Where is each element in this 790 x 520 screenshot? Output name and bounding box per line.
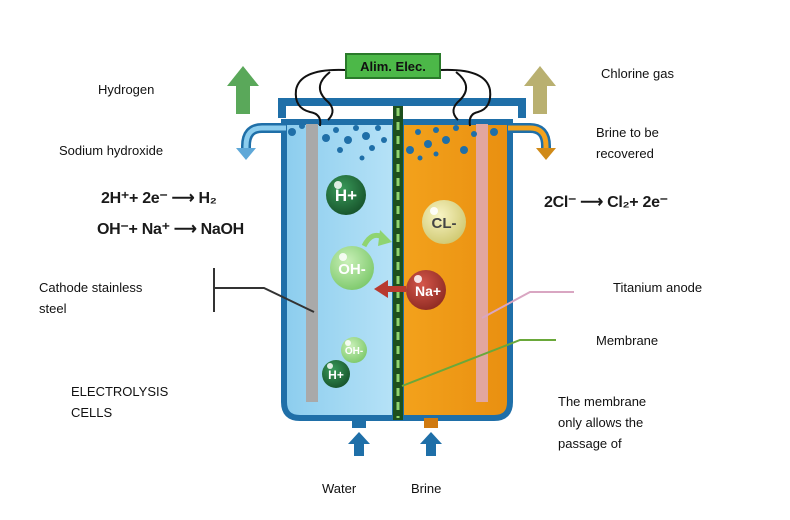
anode-electrode bbox=[476, 124, 488, 402]
oh-arrow-head bbox=[378, 230, 392, 246]
label-brine: Brine bbox=[411, 481, 442, 496]
ion-cl-minus: CL- bbox=[422, 200, 466, 244]
label-membrane: Membrane bbox=[596, 333, 659, 348]
water-inlet bbox=[348, 418, 370, 456]
hydrogen-outlet-arrow bbox=[227, 66, 259, 114]
chlorine-outlet-arrow bbox=[524, 66, 556, 114]
label-chlorine-gas: Chlorine gas bbox=[601, 66, 674, 81]
anode-leader-line bbox=[481, 291, 574, 319]
sodium-hydroxide-outlet bbox=[236, 123, 286, 160]
equation-cathode-hydrogen: 2H⁺+ 2e⁻ ⟶ H₂ bbox=[101, 190, 217, 207]
label-water: Water bbox=[322, 481, 357, 496]
label-brine-recovered: Brine to be recovered bbox=[596, 125, 659, 161]
label-membrane-note: The membrane only allows the passage of bbox=[558, 394, 647, 451]
sodium-migration-arrow bbox=[374, 280, 406, 298]
chlorine-bubbles bbox=[406, 125, 498, 161]
brine-inlet bbox=[420, 418, 442, 456]
ion-na-plus: Na+ bbox=[406, 270, 446, 310]
label-cathode: Cathode stainless steel bbox=[39, 280, 143, 316]
membrane bbox=[393, 106, 403, 420]
svg-text:OH-: OH- bbox=[338, 261, 366, 278]
cathode-leader-line bbox=[213, 268, 315, 313]
svg-text:H+: H+ bbox=[328, 368, 344, 382]
ion-h-plus-small: H+ bbox=[322, 360, 350, 388]
cell-lid bbox=[278, 98, 526, 118]
svg-text:OH-: OH- bbox=[345, 346, 363, 357]
equation-anode-chlorine: 2Cl⁻ ⟶ Cl₂+ 2e⁻ bbox=[544, 194, 668, 211]
brine-outlet bbox=[508, 123, 556, 160]
label-electrolysis-cells: ELECTROLYSIS CELLS bbox=[71, 384, 169, 420]
cathode-electrode bbox=[306, 124, 318, 402]
equation-cathode-naoh: OH⁻+ Na⁺ ⟶ NaOH bbox=[97, 221, 244, 238]
power-supply: Alim. Elec. bbox=[345, 53, 441, 79]
ion-oh-minus-small: OH- bbox=[341, 337, 367, 363]
power-wires bbox=[294, 68, 492, 127]
label-hydrogen: Hydrogen bbox=[98, 82, 155, 97]
anode-compartment bbox=[398, 119, 513, 421]
label-titanium-anode: Titanium anode bbox=[613, 280, 703, 295]
svg-text:Na+: Na+ bbox=[415, 283, 441, 299]
svg-text:CL-: CL- bbox=[432, 215, 457, 232]
membrane-leader-line bbox=[401, 339, 556, 387]
ion-oh-minus: OH- bbox=[330, 246, 374, 290]
ion-h-plus-large: H+ bbox=[326, 175, 366, 215]
power-supply-label: Alim. Elec. bbox=[360, 59, 426, 74]
svg-text:H+: H+ bbox=[335, 186, 357, 205]
hydrogen-bubbles bbox=[288, 123, 387, 161]
label-sodium-hydroxide: Sodium hydroxide bbox=[59, 143, 164, 158]
